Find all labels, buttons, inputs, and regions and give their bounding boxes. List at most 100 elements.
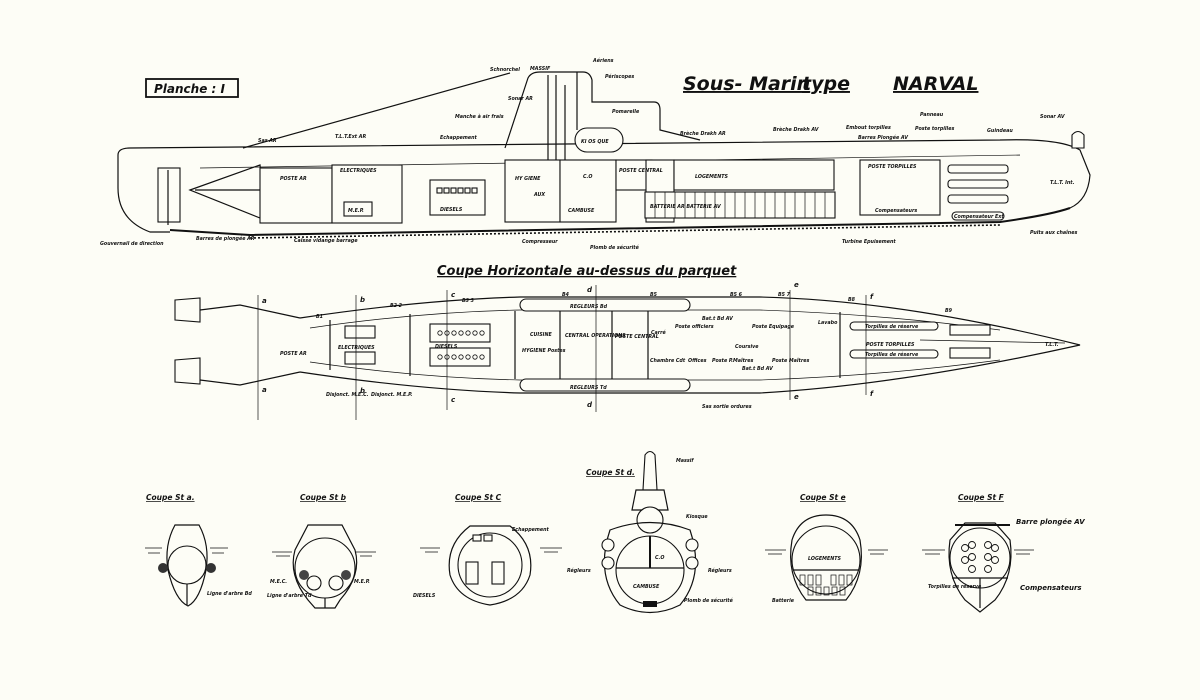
regleurs-td-tank bbox=[519, 378, 691, 392]
cut-c-bottom: c bbox=[451, 396, 456, 404]
label-echappement: Echappement bbox=[440, 135, 478, 141]
plan-label-poste-pm: Poste P.Maîtres bbox=[712, 357, 754, 364]
diesel-engine bbox=[429, 179, 486, 216]
plan-label-carre: Carré bbox=[651, 329, 666, 336]
label-manche-air: Manche à air frais bbox=[455, 113, 504, 120]
stern-cone bbox=[188, 164, 266, 221]
plan-label-bat-td: Bat.t Bd AV bbox=[742, 366, 774, 372]
plan-labels: POSTE AR ELECTRIQUES DIESELS Disjonct. M… bbox=[280, 304, 1059, 410]
label-compresseur: Compresseur bbox=[522, 239, 558, 245]
cross-section-d: Coupe St d. Massif Kiosque C.O CAMBUSE R… bbox=[567, 450, 734, 614]
plate-label: Planche : I bbox=[145, 78, 239, 98]
plan-label-poste-equipage: Poste Equipage bbox=[752, 324, 795, 330]
frame-b5: B5 bbox=[650, 292, 658, 298]
torpedo-tube bbox=[947, 164, 1009, 174]
label-diesels: DIESELS bbox=[440, 207, 463, 213]
cross-section-c: Coupe St C Echappement DIESELS bbox=[413, 493, 562, 606]
cross-e-label-logements: LOGEMENTS bbox=[808, 556, 842, 562]
label-poste-central: POSTE CENTRAL bbox=[619, 168, 663, 174]
cut-d-top: d bbox=[587, 286, 593, 294]
label-breche-ar: Brèche Drakh AR bbox=[680, 130, 726, 137]
kiosque-cylinder bbox=[574, 127, 624, 153]
cut-a-top: a bbox=[262, 297, 267, 305]
stern-taper-plan bbox=[199, 304, 301, 386]
cut-b-top: b bbox=[360, 296, 365, 304]
cut-f-top: f bbox=[870, 293, 874, 301]
label-sonar-ar: Sonar AR bbox=[508, 96, 533, 102]
horizontal-section-view: a a b b c c d d e e f f B1 B2 2 B3 3 B4 … bbox=[174, 281, 1081, 420]
reserve-torpedo bbox=[849, 349, 939, 359]
keel-line bbox=[169, 207, 1071, 237]
cut-e-bottom: e bbox=[794, 393, 799, 401]
label-caisse-vidange: Caisse vidange barrage bbox=[294, 238, 358, 244]
tube-nest bbox=[949, 324, 991, 336]
cross-section-b-title: Coupe St b bbox=[300, 493, 347, 502]
plan-label-bat-bd: Bat.t Bd AV bbox=[702, 316, 734, 322]
cross-d-label-massif: Massif bbox=[676, 458, 694, 464]
plan-label-disj-mep: Disjonct. M.E.P. bbox=[371, 392, 412, 398]
label-compensateurs: Compensateurs bbox=[875, 208, 917, 214]
plan-label-lavabo: Lavabo bbox=[818, 320, 838, 326]
label-cambuse: CAMBUSE bbox=[568, 208, 595, 214]
cross-d-label-plomb: Plomb de sécurité bbox=[684, 597, 734, 604]
horizontal-section-title: Coupe Horizontale au-dessus du parquet bbox=[437, 264, 737, 279]
hull-outline-plan bbox=[299, 296, 1081, 394]
frame-b8: B8 bbox=[848, 297, 856, 303]
frame-b9: B9 bbox=[945, 308, 953, 314]
cut-b-bottom: b bbox=[360, 387, 365, 395]
cross-f-label-torpilles: Torpilles de réserve bbox=[928, 583, 982, 590]
sonar-dome bbox=[1071, 130, 1085, 149]
battery-cells bbox=[644, 191, 836, 219]
cross-section-f: Coupe St F Barre plongée AV Torpilles de… bbox=[922, 493, 1085, 613]
cross-d-label-cambuse: CAMBUSE bbox=[633, 584, 660, 590]
plan-label-regleurs-td: REGLEURS Td bbox=[570, 385, 607, 391]
label-barres-plongee-av: Barres Plongée AV bbox=[858, 134, 909, 141]
side-labels: Schnorchel MASSIF Aériens Périscopes Son… bbox=[100, 57, 1077, 251]
pressure-hull-plan bbox=[309, 309, 1001, 381]
plan-label-poste-central: POSTE CENTRAL bbox=[615, 334, 659, 340]
label-kiosque: KI OS QUE bbox=[581, 139, 609, 145]
label-batterie: BATTERIE AR BATTERIE AV bbox=[650, 204, 722, 210]
label-schnorchel: Schnorchel bbox=[490, 67, 520, 73]
label-poste-ar: POSTE AR bbox=[280, 176, 307, 182]
diesel-plan bbox=[429, 347, 491, 367]
label-compensateur-ext: Compensateur Ext bbox=[954, 214, 1004, 220]
cross-b-label-mep: M.E.P. bbox=[354, 579, 370, 585]
plan-label-sas-evacuation: Sas sortie ordures bbox=[702, 404, 752, 410]
side-profile-view: Schnorchel MASSIF Aériens Périscopes Son… bbox=[100, 57, 1091, 251]
mep-motor bbox=[343, 201, 373, 217]
logements-block bbox=[673, 159, 835, 191]
plan-label-poste-maitres: Poste Maîtres bbox=[772, 357, 809, 364]
frame-b4: B4 bbox=[562, 292, 570, 298]
cross-section-e-title: Coupe St e bbox=[800, 493, 846, 502]
propeller-bottom bbox=[174, 357, 201, 385]
plan-label-poste-officiers: Poste officiers bbox=[675, 324, 714, 330]
plate-label-text: Planche : I bbox=[154, 82, 225, 96]
label-hygiene: HY GIENE bbox=[515, 176, 541, 182]
cross-f-label-barre-plongee: Barre plongée AV bbox=[1016, 518, 1085, 526]
label-embout-torpilles: Embout torpilles bbox=[846, 125, 891, 131]
drawing-title: Sous- Marin type NARVAL bbox=[683, 73, 978, 95]
regleurs-bd-tank bbox=[519, 298, 691, 312]
label-gouvernail: Gouvernail de direction bbox=[100, 241, 164, 247]
deck-wire bbox=[242, 72, 511, 149]
plan-label-hygiene: HYGIENE Postes bbox=[522, 348, 566, 354]
cut-a-bottom: a bbox=[262, 386, 267, 394]
plan-label-poste-ar: POSTE AR bbox=[280, 351, 307, 357]
propeller-top bbox=[174, 297, 201, 323]
label-panneau: Panneau bbox=[920, 112, 944, 118]
label-sas-ar: Sas AR bbox=[258, 138, 277, 144]
cross-a-label-ligne: Ligne d'arbre Bd bbox=[207, 591, 252, 597]
label-turbine: Turbine Epuisement bbox=[842, 239, 896, 245]
electric-motor bbox=[344, 351, 376, 365]
cut-e-top: e bbox=[794, 281, 799, 289]
label-tlt-ar: T.L.T.Ext AR bbox=[335, 134, 366, 140]
torpedo-tube bbox=[947, 179, 1009, 189]
plan-label-torpilles-reserve-top: Torpilles de réserve bbox=[865, 323, 919, 330]
cross-d-label-kiosque: Kiosque bbox=[686, 514, 708, 520]
massif-outline bbox=[504, 71, 701, 149]
cross-section-c-title: Coupe St C bbox=[455, 493, 502, 502]
plan-label-regleurs-bd: REGLEURS Bd bbox=[570, 304, 608, 310]
electric-motor bbox=[344, 325, 376, 339]
label-breche-av: Brèche Drakh AV bbox=[773, 126, 820, 133]
